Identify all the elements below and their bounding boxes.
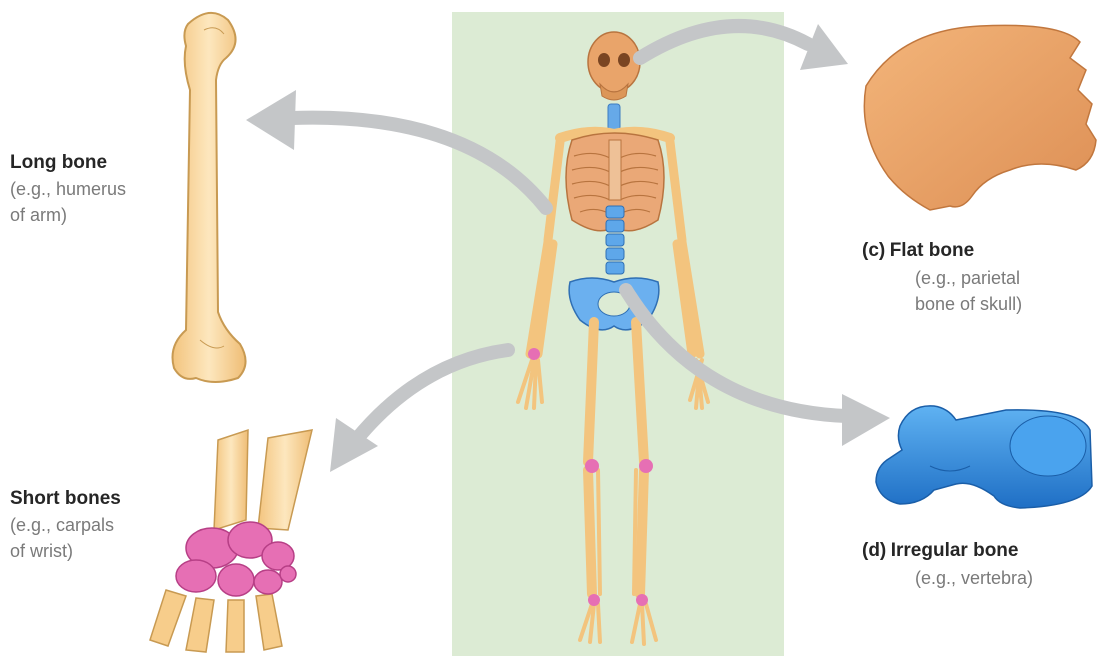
label-flat-bone: (c) Flat bone (e.g., parietal bone of sk…: [862, 238, 1022, 317]
long-bone-example-line2: of arm): [10, 202, 126, 228]
irregular-bone-example-line1: (e.g., vertebra): [862, 565, 1033, 591]
irregular-bone-heading: Irregular bone: [891, 540, 1019, 561]
skull: [588, 32, 640, 92]
carpal-bones: [176, 522, 296, 596]
label-irregular-bone: (d) Irregular bone (e.g., vertebra): [862, 538, 1033, 591]
vertebra-illustration: [876, 406, 1092, 508]
flat-bone-heading: Flat bone: [890, 240, 974, 261]
short-bones-heading: Short bones: [10, 486, 121, 512]
irregular-bone-letter: (d): [862, 540, 886, 561]
long-bone-example-line1: (e.g., humerus: [10, 176, 126, 202]
flat-bone-example-line2: bone of skull): [862, 291, 1022, 317]
short-bones-example-line1: (e.g., carpals: [10, 512, 121, 538]
long-bone-heading: Long bone: [10, 150, 126, 176]
humerus-illustration: [173, 13, 246, 382]
flat-bone-letter: (c): [862, 240, 885, 261]
label-short-bones: Short bones (e.g., carpals of wrist): [10, 486, 121, 564]
wrist-bones-illustration: [150, 430, 312, 652]
wrist-highlight: [528, 348, 540, 360]
parietal-bone-illustration: [864, 25, 1096, 210]
short-bones-example-line2: of wrist): [10, 538, 121, 564]
label-long-bone: Long bone (e.g., humerus of arm): [10, 150, 126, 228]
flat-bone-example-line1: (e.g., parietal: [862, 265, 1022, 291]
